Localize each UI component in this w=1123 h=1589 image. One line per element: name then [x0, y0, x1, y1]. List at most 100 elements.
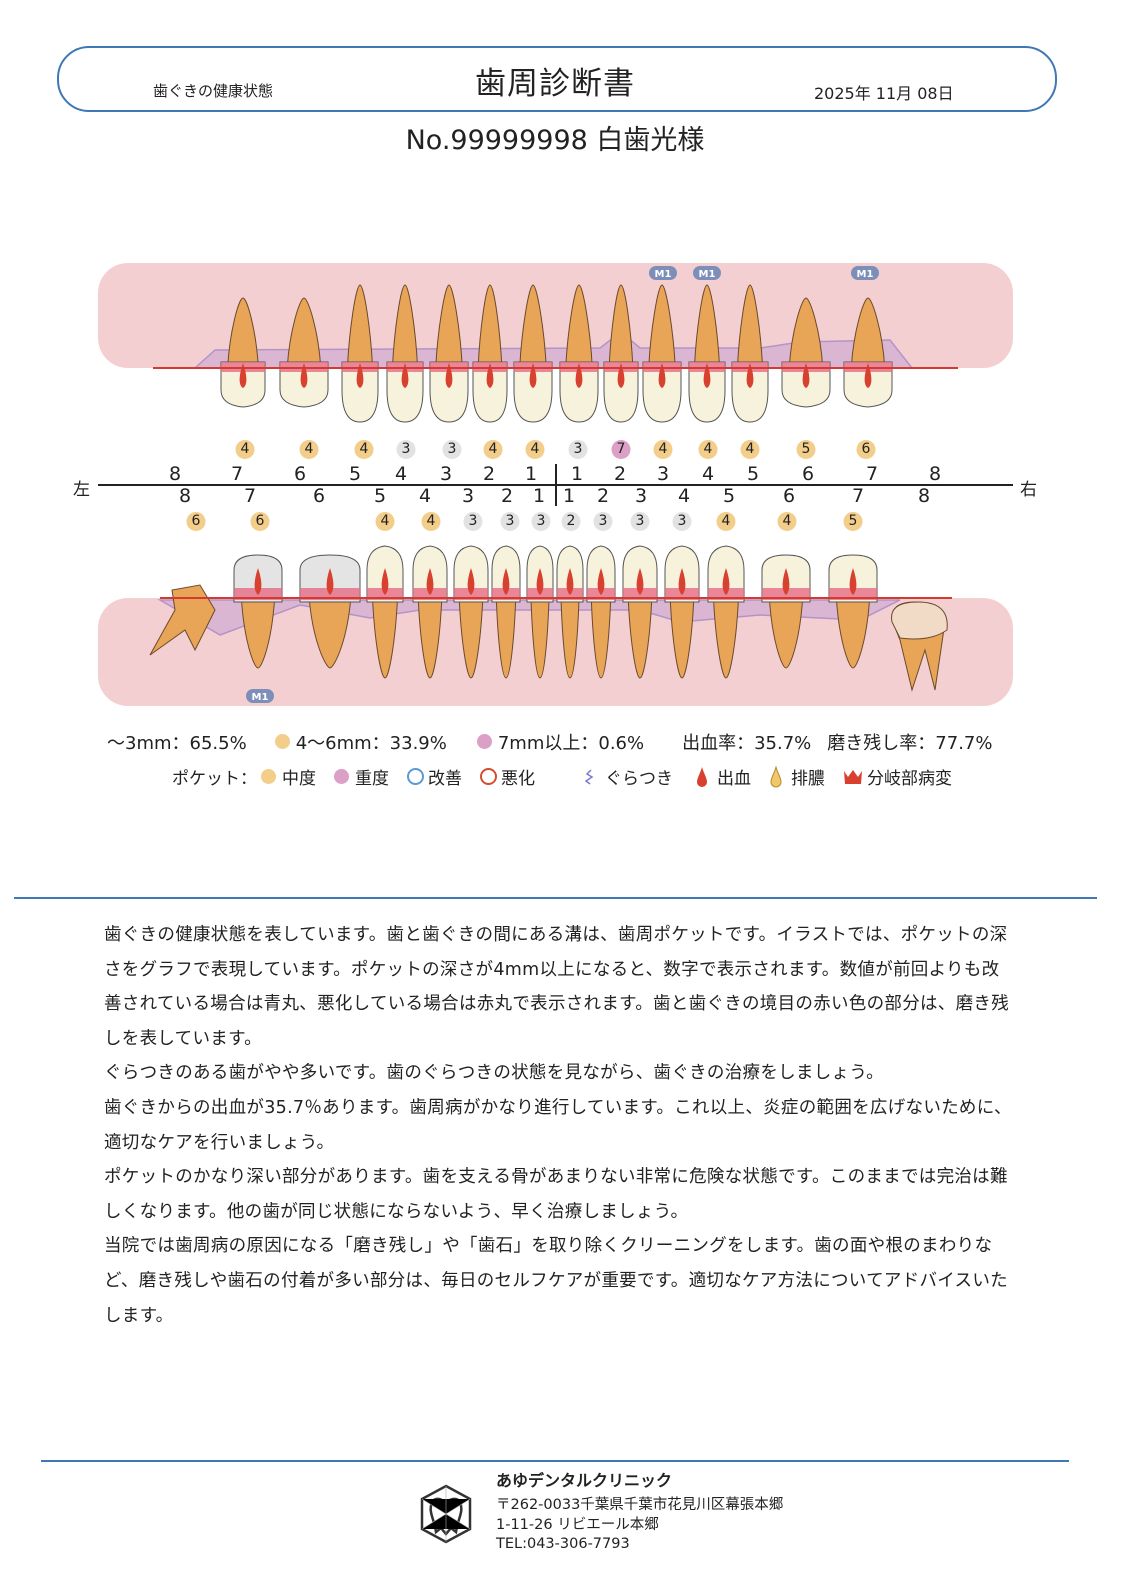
lower-tooth-number: 5: [722, 485, 736, 507]
upper-tooth-root: [648, 284, 676, 369]
upper-pocket-depth-badge: 4: [698, 440, 718, 459]
lower-pocket-depth-badge: 3: [500, 512, 520, 531]
lower-tooth-number: 6: [312, 485, 326, 507]
lower-pocket-depth-badge: 4: [375, 512, 395, 531]
lower-tooth-root: [669, 594, 695, 679]
legend-severe: 重度: [355, 769, 389, 789]
patient-name: No.99999998 白歯光様: [405, 125, 705, 156]
lower-pocket-depth-badge: 3: [672, 512, 692, 531]
bleeding-drop-icon: [566, 568, 574, 595]
lower-pocket-depth-badge: 3: [463, 512, 483, 531]
lower-tooth-number: 7: [851, 485, 865, 507]
paragraph: 歯ぐきからの出血が35.7％あります。歯周病がかなり進行しています。これ以上、炎…: [104, 1097, 1012, 1153]
lower-pocket-depth-badge: 6: [186, 512, 206, 531]
upper-tooth-root: [565, 284, 593, 369]
paragraph: ポケットのかなり深い部分があります。歯を支える骨があまりない非常に危険な状態です…: [104, 1167, 1008, 1222]
bleeding-drop-icon: [239, 363, 247, 388]
lower-tooth-number: 4: [677, 485, 691, 507]
lower-tooth-root: [590, 594, 612, 679]
lower-tooth-root: [458, 594, 484, 679]
bleeding-drop-icon: [722, 568, 730, 595]
upper-tooth-number: 7: [230, 463, 244, 485]
bleeding-drop-icon: [445, 363, 453, 388]
lower-pocket-depth-badge: 5: [843, 512, 863, 531]
upper-pocket-depth-badge: 4: [653, 440, 673, 459]
lower-pocket-depth-badge: 3: [531, 512, 551, 531]
upper-tooth-number: 3: [439, 463, 453, 485]
stats-row: ～3mm：65.5% 4～6mm：33.9% 7mm以上：0.6% 出血率：35…: [107, 729, 992, 755]
upper-tooth-number: 1: [524, 463, 538, 485]
paragraph: 歯ぐきの健康状態を表しています。歯と歯ぐきの間にある溝は、歯周ポケットです。イラ…: [104, 925, 1009, 1049]
clinic-phone: TEL:043-306-7793: [496, 1536, 630, 1552]
report-date: 2025年 11月 08日: [814, 84, 954, 103]
lower-pocket-depth-badge: 2: [561, 512, 581, 531]
upper-tooth-number: 2: [613, 463, 627, 485]
upper-tooth-number: 7: [865, 463, 879, 485]
mobility-badge: [693, 266, 721, 280]
stat-bleeding-rate: 出血率：35.7%: [682, 733, 812, 754]
upper-tooth-crown: [688, 361, 726, 423]
legend-furcation: 分岐部病変: [867, 769, 952, 789]
lower-tooth-number: 1: [532, 485, 546, 507]
midline: [555, 464, 557, 506]
lower-wisdom-crown: [891, 601, 948, 640]
stat-plaque-rate: 磨き残し率：77.7%: [827, 733, 993, 754]
lower-pocket-depth-badge: 3: [593, 512, 613, 531]
mobility-badge: [246, 689, 274, 703]
lower-pocket-depth-badge: 4: [716, 512, 736, 531]
paragraph: ぐらつきのある歯がやや多いです。歯のぐらつきの状態を見ながら、歯ぐきの治療をしま…: [104, 1063, 884, 1084]
upper-tooth-crown: [472, 361, 508, 423]
furcation-crown-icon: [844, 769, 862, 784]
bleeding-drop-icon: [356, 363, 364, 388]
upper-tooth-number: 2: [482, 463, 496, 485]
upper-tooth-root: [788, 297, 824, 369]
lower-tooth-number: 1: [562, 485, 576, 507]
section-divider: [14, 897, 1097, 899]
legend-moderate: 中度: [282, 769, 316, 789]
left-label: 左: [73, 480, 90, 500]
upper-pocket-depth-badge: 7: [611, 440, 631, 459]
paragraph: 当院では歯周病の原因になる「磨き残し」や「歯石」を取り除くクリーニングをします。…: [104, 1236, 1008, 1326]
legend-improved: 改善: [428, 769, 462, 789]
upper-tooth-crown: [731, 361, 769, 423]
header-subtitle: 歯ぐきの健康状態: [153, 82, 274, 100]
lower-pocket-depth-badge: 4: [777, 512, 797, 531]
upper-tooth-root: [850, 297, 886, 369]
bleeding-drop-icon: [536, 568, 544, 595]
mobility-badge-label: M1: [857, 269, 874, 280]
stat-upto3: ～3mm：65.5%: [107, 733, 247, 754]
upper-pocket-depth-badge: 5: [796, 440, 816, 459]
upper-pocket-depth-badge: 4: [235, 440, 255, 459]
bleeding-drop-icon: [678, 568, 686, 595]
worsened-circle-icon: [480, 768, 497, 785]
bleeding-drop-icon: [697, 766, 707, 787]
upper-tooth-root: [227, 297, 259, 369]
upper-pocket-depth-badge: 3: [442, 440, 462, 459]
upper-gum: [98, 263, 1013, 368]
improved-circle-icon: [407, 768, 424, 785]
upper-pocket-depth-badge: 4: [354, 440, 374, 459]
moderate-dot-icon: [261, 769, 276, 784]
upper-tooth-root: [608, 284, 634, 369]
legend-worsened: 悪化: [501, 769, 535, 789]
header-frame: [57, 46, 1057, 112]
lower-tooth-root: [495, 594, 517, 679]
upper-tooth-root: [693, 284, 721, 369]
lower-tooth-number: 4: [418, 485, 432, 507]
upper-tooth-number: 5: [348, 463, 362, 485]
bleeding-drop-icon: [502, 568, 510, 595]
upper-pocket-depth-badge: 4: [299, 440, 319, 459]
lower-tooth-number: 3: [634, 485, 648, 507]
bleeding-drop-icon: [486, 363, 494, 388]
bleeding-drop-icon: [401, 363, 409, 388]
mobility-badge-label: M1: [699, 269, 716, 280]
legend-bleeding: 出血: [717, 769, 751, 789]
bleeding-drop-icon: [802, 363, 810, 388]
upper-pocket-depth-badge: 4: [740, 440, 760, 459]
upper-tooth-number: 6: [801, 463, 815, 485]
upper-tooth-root: [477, 284, 503, 369]
bleeding-drop-icon: [300, 363, 308, 388]
lower-pocket-depth-badge: 4: [421, 512, 441, 531]
lower-tooth-root: [835, 594, 871, 669]
lower-tooth-root: [530, 594, 550, 679]
